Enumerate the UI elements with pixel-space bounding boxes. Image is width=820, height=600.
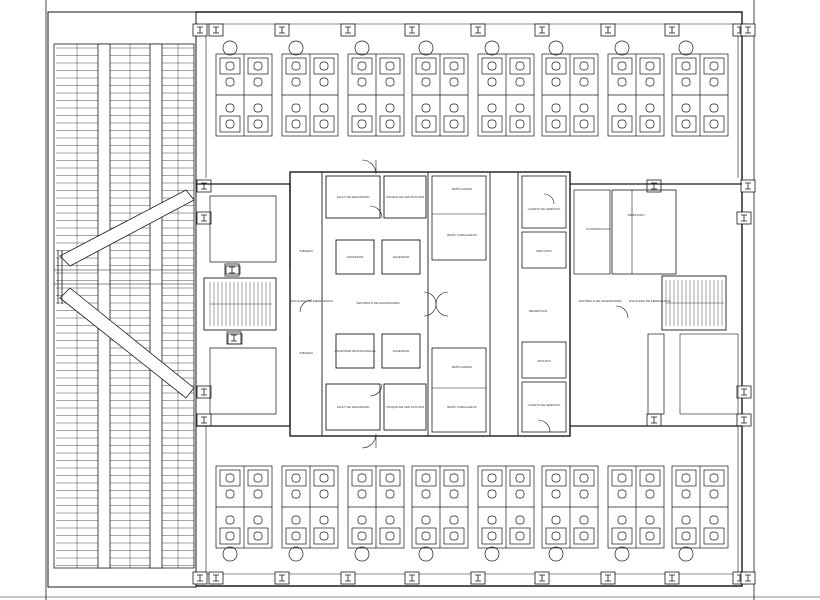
label-reception: RECEPCION — [529, 309, 547, 313]
column-marker — [192, 571, 208, 585]
workstation-cluster — [541, 465, 599, 562]
column-marker — [470, 571, 486, 585]
workstation-cluster — [411, 465, 469, 562]
workstation-cluster — [671, 465, 729, 562]
column-marker — [404, 571, 420, 585]
column-marker — [340, 571, 356, 585]
column-marker — [664, 571, 680, 585]
column-marker — [600, 571, 616, 585]
workstation-cluster — [477, 465, 535, 562]
door-swings — [299, 159, 629, 449]
workstation-cluster — [607, 40, 665, 137]
column-marker — [736, 413, 752, 427]
column-marker — [208, 571, 224, 585]
column-marker — [740, 23, 756, 37]
label-elevator-1: ASCENSOR — [347, 255, 365, 259]
structural-columns — [192, 23, 756, 585]
label-stair-left: ESCALERA DE EMERGENCIA — [291, 299, 333, 303]
label-wc-1: BAÑO DAMAS — [452, 186, 472, 191]
label-electrical-1: TABLERO — [299, 249, 313, 253]
workstation-cluster — [477, 40, 535, 137]
workstations-south — [215, 465, 729, 562]
workstation-cluster — [281, 465, 339, 562]
room-labels: VAULT DE SEGURIDAD TANQUE DE VENTILACION… — [291, 186, 671, 409]
column-marker — [646, 179, 662, 193]
column-marker — [470, 23, 486, 37]
workstation-cluster — [411, 40, 469, 137]
column-marker — [404, 23, 420, 37]
column-marker — [736, 385, 752, 399]
workstations-north — [215, 40, 729, 137]
label-service-top: CUARTO DE SERVICIO — [528, 207, 561, 211]
workstation-cluster — [215, 465, 273, 562]
column-marker — [196, 413, 212, 427]
label-elevator-2: ASCENSOR — [393, 255, 411, 259]
label-electrical-2: TABLERO — [299, 351, 313, 355]
column-marker — [534, 23, 550, 37]
column-marker — [740, 179, 756, 193]
label-wc-2: BAÑO CABALLEROS — [447, 232, 476, 237]
column-marker — [192, 23, 208, 37]
workstation-cluster — [607, 465, 665, 562]
workstation-cluster — [347, 465, 405, 562]
column-marker — [196, 385, 212, 399]
column-marker — [740, 571, 756, 585]
label-storage: DEPOSITO — [536, 249, 552, 253]
workstation-cluster — [671, 40, 729, 137]
column-marker — [224, 263, 240, 277]
column-marker — [534, 571, 550, 585]
label-vault-top-right: TANQUE DE VENTILACION — [386, 195, 424, 199]
label-service-bottom: CUARTO DE SERVICIO — [528, 403, 561, 407]
column-marker — [340, 23, 356, 37]
label-vault-top-left: VAULT DE SEGURIDAD — [337, 195, 371, 199]
column-marker — [646, 413, 662, 427]
label-coordination: COORDINACION — [586, 227, 610, 231]
column-marker — [208, 23, 224, 37]
label-right-lobby: VESTIBULO DE ASCENSORES — [578, 299, 621, 303]
workstation-cluster — [215, 40, 273, 137]
label-stair-right: ESCALERA DE EMERGENCIA — [629, 299, 671, 303]
column-marker — [600, 23, 616, 37]
workstation-cluster — [347, 40, 405, 137]
column-marker — [736, 211, 752, 225]
label-vault-bottom-right: TANQUE DE VENTILACION — [386, 405, 424, 409]
atrium-skylight — [47, 11, 197, 588]
label-vault-bottom-left: VAULT DE SEGURIDAD — [337, 405, 371, 409]
column-marker — [196, 211, 212, 225]
column-marker — [664, 23, 680, 37]
column-marker — [274, 23, 290, 37]
label-elevator-3: ASCENSOR MONTACARGAS — [335, 349, 376, 353]
column-marker — [196, 179, 212, 193]
exterior-walls — [196, 11, 743, 587]
label-elevator-4: ASCENSOR — [393, 349, 411, 353]
service-core — [196, 171, 742, 437]
column-marker — [274, 571, 290, 585]
label-direction: DIRECCION — [628, 213, 645, 217]
workstation-cluster — [281, 40, 339, 137]
label-wc-4: BAÑO CABALLEROS — [447, 404, 476, 409]
label-elevator-lobby: VESTIBULO DE ASCENSORES — [356, 301, 399, 305]
workstation-cluster — [541, 40, 599, 137]
label-archive: ARCHIVO — [537, 359, 551, 363]
label-wc-3: BAÑO DAMAS — [452, 364, 472, 369]
